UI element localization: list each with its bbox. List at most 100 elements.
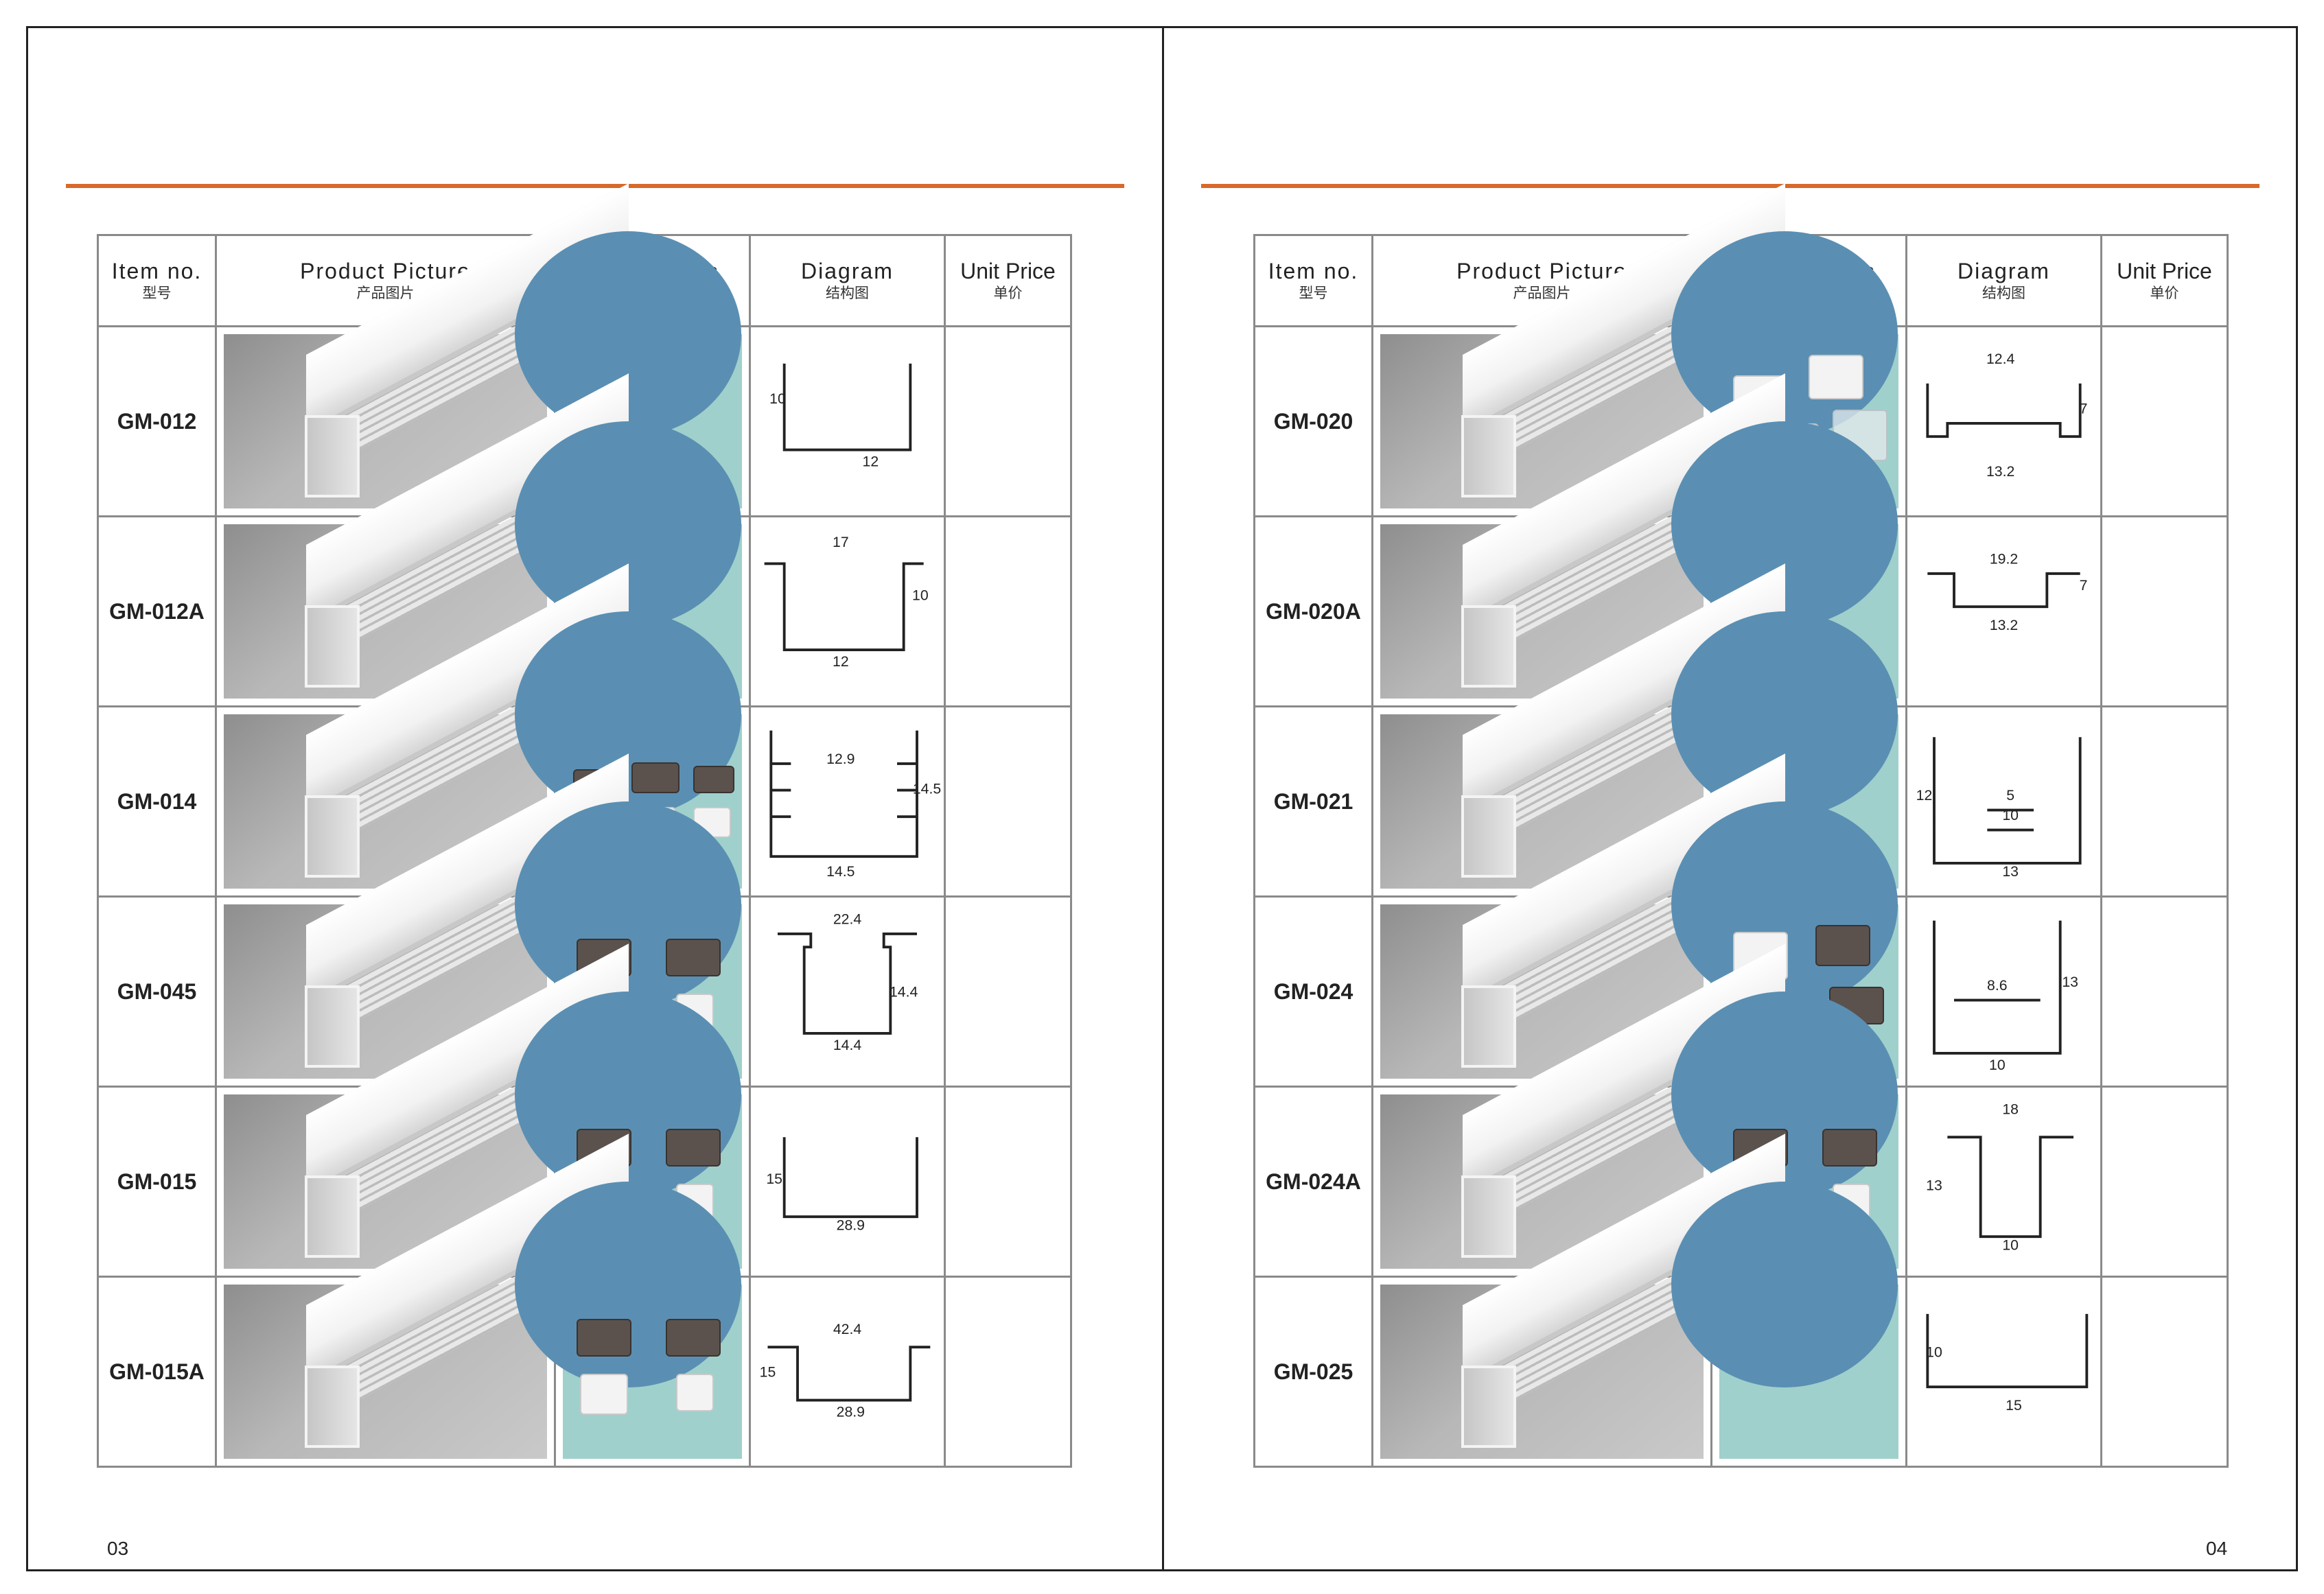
profile-diagram: 19.2 7 13.2 (1914, 524, 2093, 699)
profile-outline (1927, 572, 2080, 609)
profile-end (1461, 605, 1516, 688)
dimension-label: 12.4 (1986, 351, 2015, 367)
profile-outline (1926, 1313, 2089, 1389)
header-item-no-label: Item no. (1268, 259, 1359, 283)
profile-end (1461, 1366, 1516, 1448)
dimension-label: 10 (1926, 1344, 1942, 1361)
item-code: GM-020 (1253, 325, 1373, 517)
profile-outline (1947, 1136, 2073, 1239)
diagram-svg: 12.914.514.5 (769, 730, 941, 880)
product-picture-cell (215, 943, 629, 1278)
product-photo (1380, 1134, 1785, 1459)
dimension-label: 10 (2002, 1237, 2019, 1254)
dimension-label: 22.4 (833, 911, 862, 927)
unit-price-cell (944, 895, 1072, 1088)
diagram-cell: 15 28.9 (749, 1086, 946, 1278)
product-photo (1380, 563, 1785, 889)
dimension-label: 17 (833, 534, 849, 550)
header-rule (66, 184, 1124, 188)
header-unit-price: Unit Price 单价 (2100, 234, 2229, 327)
page-spine (1162, 26, 1164, 1571)
dimension-label: 5 (2006, 787, 2014, 804)
header-item-no: Item no.型号 (97, 234, 217, 327)
header-product-picture-label: Product Picture (1456, 259, 1627, 283)
dimension-label: 28.9 (837, 1404, 865, 1420)
profile-outline (782, 363, 912, 452)
profile-end (305, 605, 360, 688)
diagram-cell: 22.4 14.4 14.4 (749, 895, 946, 1088)
accessories-cell (515, 1182, 751, 1468)
unit-price-cell (2100, 705, 2229, 898)
dimension-label: 14.5 (826, 863, 855, 880)
accessory-part (577, 1319, 631, 1357)
accessories-photo (515, 1182, 742, 1459)
header-diagram-zh: 结构图 (1982, 285, 2025, 301)
dimension-label: 10 (2002, 807, 2019, 823)
item-code: GM-024A (1253, 1086, 1373, 1278)
dimension-label: 28.9 (837, 1217, 865, 1234)
dimension-label: 13.2 (1990, 617, 2018, 633)
item-code: GM-014 (97, 705, 217, 898)
profile-end (1461, 795, 1516, 878)
dimension-label: 19.2 (1990, 550, 2018, 567)
dimension-label: 14.4 (833, 1037, 862, 1053)
unit-price-cell (2100, 895, 2229, 1088)
profile-end (305, 985, 360, 1068)
profile-outline (778, 932, 917, 1035)
dimension-label: 14.4 (890, 984, 918, 1000)
dimension-label: 15 (766, 1171, 782, 1187)
unit-price-cell (944, 515, 1072, 707)
unit-price-cell (2100, 1276, 2229, 1468)
accessory-part (1815, 925, 1870, 966)
item-code: GM-015 (97, 1086, 217, 1278)
accessories-backdrop (1671, 1182, 1898, 1387)
profile-outline (1926, 383, 2082, 438)
accessory-part (631, 762, 679, 793)
profile-diagram: 22.4 14.4 14.4 (758, 904, 937, 1079)
dimension-label: 13 (2002, 863, 2019, 880)
header-unit-price-label: Unit Price (2117, 259, 2212, 283)
diagram-svg: 15 28.9 (766, 1137, 918, 1234)
header-unit-price-zh: 单价 (2150, 285, 2179, 301)
header-item-no-zh: 型号 (1299, 285, 1328, 301)
unit-price-cell (2100, 515, 2229, 707)
profile-end (1461, 985, 1516, 1068)
diagram-svg: 22.4 14.4 14.4 (778, 911, 918, 1053)
header-product-picture-label: Product Picture (300, 259, 471, 283)
header-rule (1201, 184, 2259, 188)
dimension-label: 7 (2080, 577, 2088, 594)
accessories-photo (1671, 1182, 1898, 1459)
header-diagram-label: Diagram (801, 259, 894, 283)
item-code: GM-015A (97, 1276, 217, 1468)
table-row: GM-015 15 28.9 (97, 943, 1072, 1278)
header-product-picture-zh: 产品图片 (356, 285, 415, 301)
unit-price-cell (944, 705, 1072, 898)
